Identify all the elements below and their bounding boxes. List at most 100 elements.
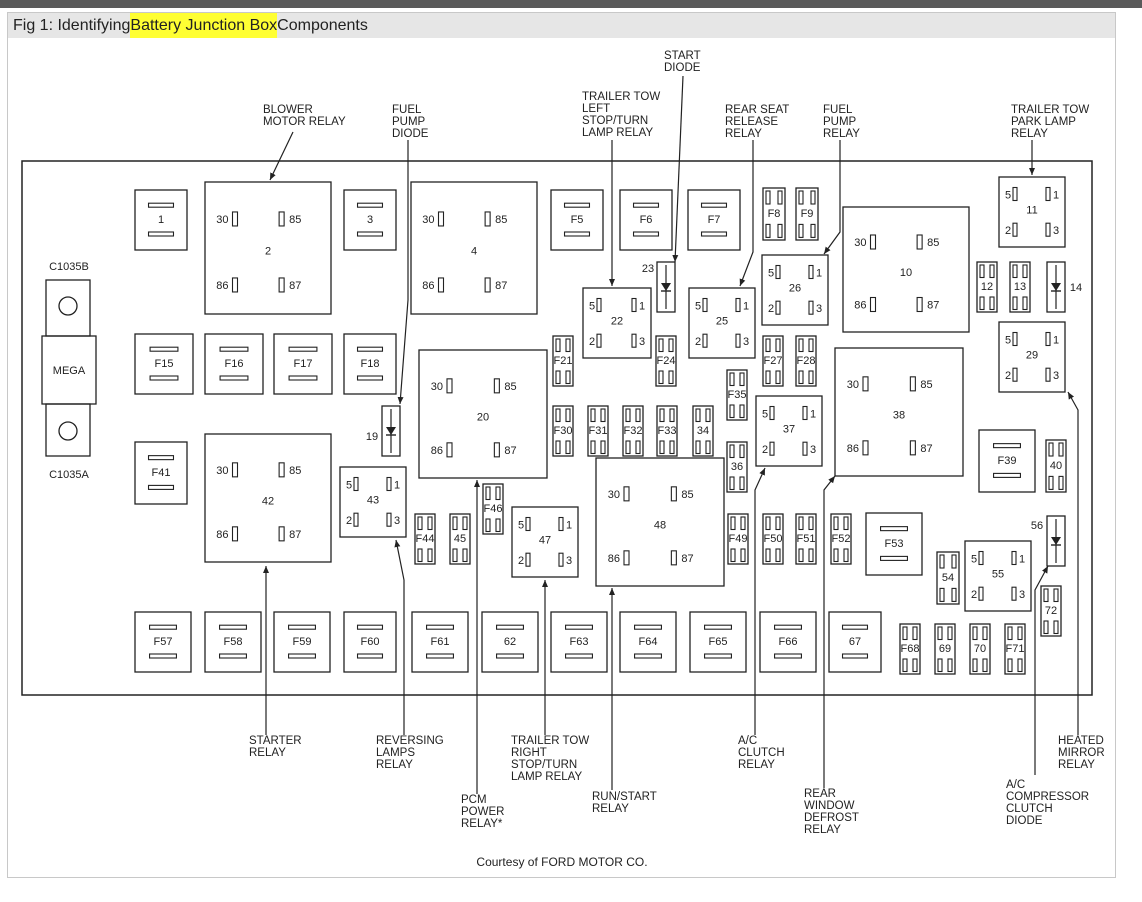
fuse-f51-label: F51: [797, 533, 816, 545]
fuse-f17-body: [273, 333, 333, 395]
callout-trailer-tow-park-line-3: RELAY: [1011, 128, 1048, 140]
fuse-f32: F32: [622, 405, 644, 457]
fuse-f45-slot-tr: [462, 516, 468, 531]
callout-rear-seat-release-leader-1: [739, 140, 754, 287]
fuse-f7: F7: [687, 189, 741, 251]
relay-r29-slot-3: [1045, 367, 1051, 382]
fuse-f58-slot-bottom: [219, 653, 247, 659]
fuse-f21-label: F21: [554, 355, 573, 367]
fuse-f9: F9: [795, 187, 819, 241]
relay-r20-slot-30: [446, 378, 453, 394]
relay-r38-slot-30: [862, 376, 869, 392]
fuse-f40-slot-tl: [1048, 442, 1054, 457]
relay-r10-pin-30: 30: [854, 237, 866, 249]
fuse-f66-slot-bottom: [774, 653, 802, 659]
relay-r25-pin-1: 1: [743, 301, 749, 313]
fuse-f49-slot-tl: [730, 516, 736, 531]
fuse-f15-label: F15: [155, 358, 174, 370]
fuse-f50-slot-tl: [765, 516, 771, 531]
fuse-f40-slot-tr: [1058, 442, 1064, 457]
fuse-f64-slot-top: [634, 624, 662, 630]
diode-d19-body: [381, 405, 401, 457]
fuse-f24-slot-br: [668, 370, 674, 385]
callout-rear-seat-release-line-3: RELAY: [725, 128, 762, 140]
fuse-f8-slot-bl: [765, 223, 771, 238]
relay-r37-slot-5: [769, 405, 775, 421]
relay-r22-slot-5: [596, 297, 602, 313]
fuse-f52: F52: [830, 513, 852, 565]
relay-r25-slot-2: [702, 333, 708, 348]
fuse-f12-slot-bl: [979, 296, 985, 311]
relay-r55-slot-3: [1011, 586, 1017, 601]
fuse-f8-slot-tr: [777, 190, 783, 205]
fuse-f7-slot-bottom: [700, 231, 728, 237]
fuse-f70-label: 70: [974, 643, 986, 655]
relay-r55-label: 55: [992, 568, 1004, 580]
relay-r10-slot-86: [869, 296, 877, 313]
callout-start-diode-leader-1: [672, 75, 684, 263]
callout-trailer-tow-left-line-4: LAMP RELAY: [582, 127, 653, 139]
fuse-f58-label: F58: [224, 636, 243, 648]
fuse-f67-label: 67: [849, 636, 861, 648]
callout-heated-mirror-relay-line-3: RELAY: [1058, 759, 1095, 771]
relay-r48-body: [595, 457, 725, 587]
fuse-f3-label: 3: [367, 214, 373, 226]
fuse-f34-body: [692, 405, 714, 457]
fuse-f35-slot-tl: [729, 372, 735, 387]
fuse-f72: 72: [1040, 585, 1062, 637]
fuse-f13-slot-tl: [1012, 264, 1018, 279]
fuse-f15: F15: [134, 333, 194, 395]
relay-r37-slot-1: [802, 405, 808, 421]
fuse-f9-label: F9: [801, 208, 814, 220]
fuse-f46-slot-tl: [485, 486, 491, 501]
fuse-f46-body: [482, 483, 504, 535]
fuse-f44-slot-tl: [417, 516, 423, 531]
fuse-f51: F51: [795, 513, 817, 565]
fuse-f60-label: F60: [361, 636, 380, 648]
relay-r42-slot-30: [231, 462, 239, 478]
fuse-f6-slot-bottom: [632, 231, 660, 237]
fuse-f62-body: [481, 611, 539, 673]
callout-rear-seat-release-line-2: RELEASE: [725, 116, 778, 128]
fuse-f49-label: F49: [729, 533, 748, 545]
callout-pcm-power-relay-line-3: RELAY*: [461, 818, 503, 830]
callout-trailer-tow-left-line-3: STOP/TURN: [582, 115, 648, 127]
fuse-f52-slot-br: [843, 548, 849, 563]
callout-reversing-lamps-line-1: REVERSING: [376, 735, 444, 747]
fuse-f71-slot-bl: [1007, 658, 1013, 673]
relay-r55-pin-1: 1: [1019, 554, 1025, 566]
relay-r42-pin-85: 85: [289, 465, 301, 477]
fuse-f28-slot-tr: [808, 338, 814, 353]
fuse-f16-body: [204, 333, 264, 395]
fuse-f67-slot-bottom: [841, 653, 869, 659]
fuse-f17-slot-top: [288, 346, 318, 352]
callout-trailer-tow-right-line-2: RIGHT: [511, 747, 547, 759]
fuse-f8: F8: [762, 187, 786, 241]
relay-r48-slot-86: [623, 550, 630, 566]
fuse-f39-slot-bottom: [993, 472, 1021, 478]
relay-r29-slot-2: [1012, 367, 1018, 382]
diode-d23: [656, 261, 676, 313]
relay-r42-label: 42: [262, 495, 274, 507]
fuse-f21-slot-bl: [555, 370, 561, 385]
fuse-f39: F39: [978, 429, 1036, 493]
figure-frame: [7, 12, 1116, 878]
fuse-f71-slot-tr: [1017, 626, 1023, 641]
callout-start-diode-line-1: START: [664, 50, 701, 62]
relay-r38-pin-87: 87: [920, 443, 932, 455]
fuse-f28: F28: [795, 335, 817, 387]
callout-pcm-power-relay-line-1: PCM: [461, 794, 487, 806]
diode-d56: [1046, 515, 1066, 567]
fuse-f72-body: [1040, 585, 1062, 637]
fuse-f58-body: [204, 611, 262, 673]
fuse-f50-label: F50: [764, 533, 783, 545]
diode-19-label: 19: [366, 431, 378, 443]
fuse-f3-slot-top: [356, 202, 384, 208]
